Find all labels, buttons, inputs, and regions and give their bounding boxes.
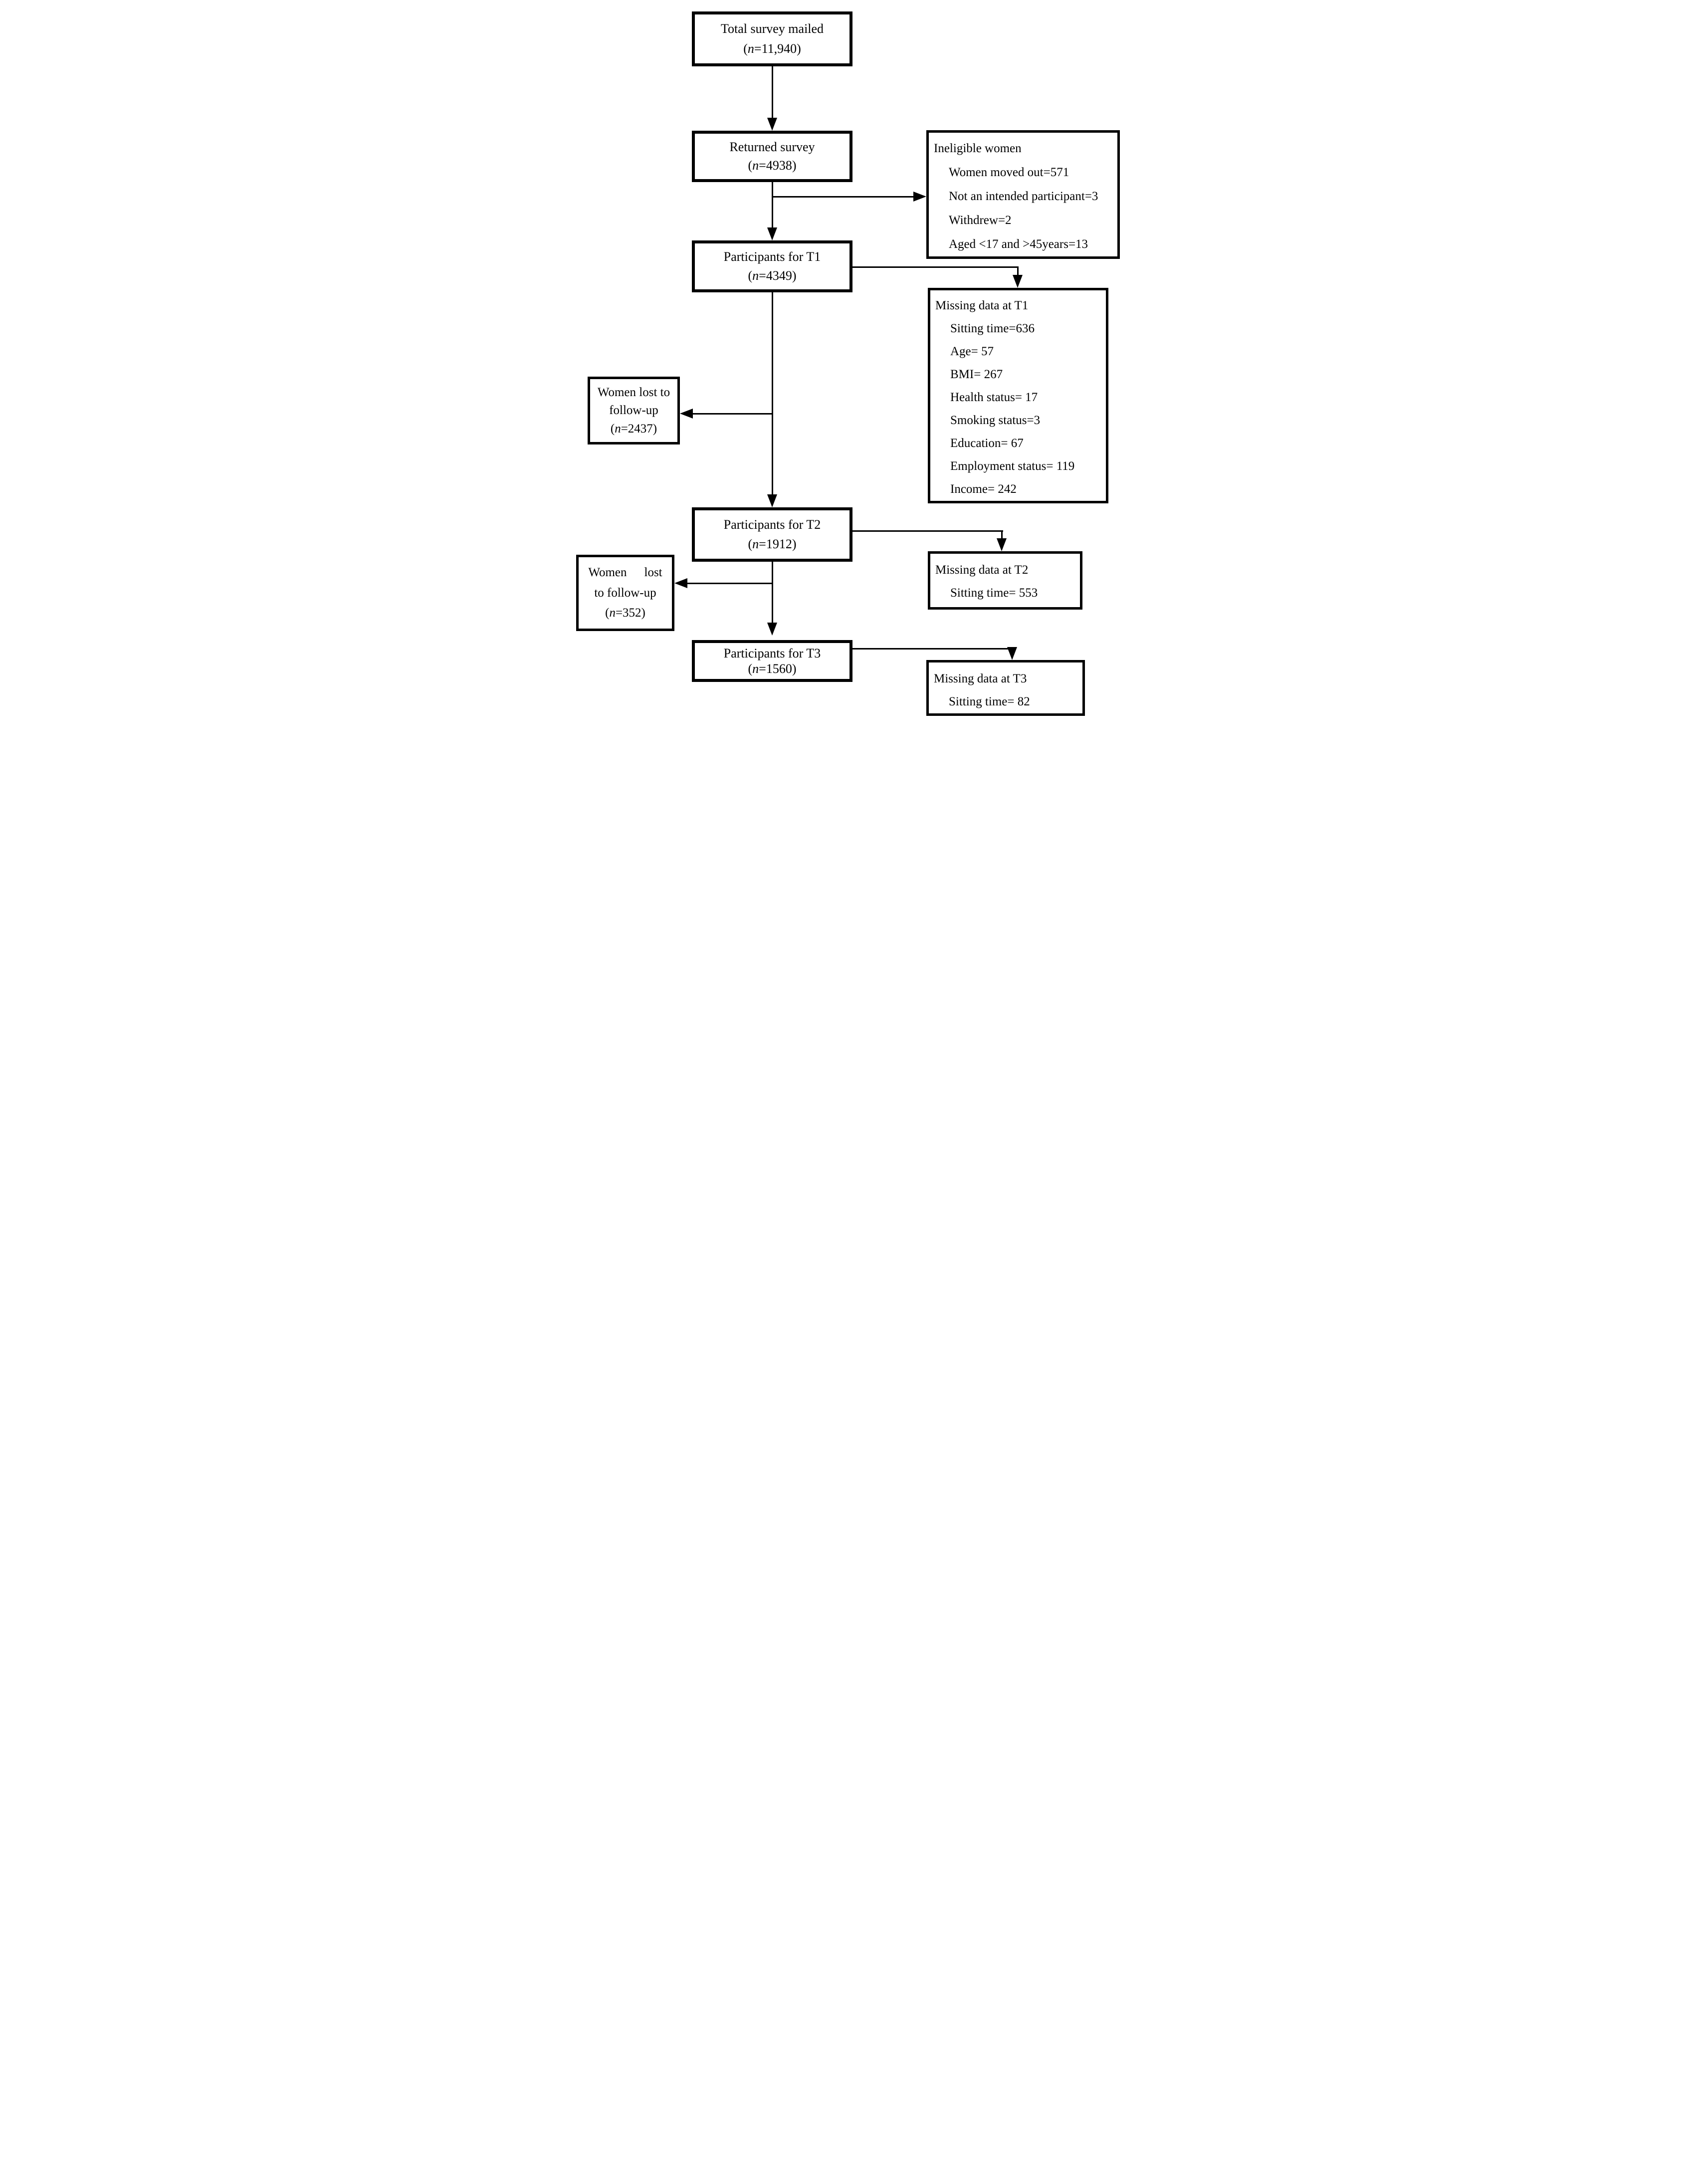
side-box-missing-data-t1: Missing data at T1 Sitting time=636 Age=…: [928, 288, 1108, 503]
box-label: Women lost: [588, 565, 662, 579]
side-box-item: Education= 67: [950, 437, 1024, 450]
box-label: follow-up: [609, 404, 658, 417]
side-box-item: Income= 242: [950, 482, 1017, 496]
box-label: Participants for T1: [723, 249, 821, 264]
side-box-item: BMI= 267: [950, 368, 1003, 381]
connector-line: [772, 196, 913, 198]
box-n-value: (n=4938): [748, 158, 797, 173]
flow-box-participants-t1: Participants for T1 (n=4349): [692, 240, 852, 292]
side-box-lost-followup-t3: Women lost to follow-up (n=352): [576, 555, 674, 631]
side-box-ineligible-women: Ineligible women Women moved out=571 Not…: [926, 130, 1120, 259]
connector-line: [772, 66, 773, 119]
arrowhead-down-icon: [767, 494, 777, 507]
side-box-lost-followup-t2: Women lost to follow-up (n=2437): [588, 377, 680, 444]
box-n-value: (n=2437): [610, 422, 657, 436]
side-box-item: Women moved out=571: [949, 166, 1069, 179]
box-n-value: (n=11,940): [743, 41, 801, 56]
arrowhead-down-icon: [1007, 647, 1017, 660]
side-box-item: Withdrew=2: [949, 214, 1012, 227]
flow-box-participants-t3: Participants for T3 (n=1560): [692, 640, 852, 682]
connector-line: [693, 413, 773, 415]
connector-line: [772, 562, 773, 624]
box-label: Participants for T2: [723, 517, 821, 532]
side-box-item: Sitting time= 82: [949, 695, 1030, 708]
side-box-title: Missing data at T3: [934, 672, 1027, 685]
box-n-value: (n=1912): [748, 537, 797, 552]
side-box-item: Employment status= 119: [950, 459, 1075, 473]
arrowhead-right-icon: [913, 192, 926, 202]
arrowhead-down-icon: [767, 227, 777, 240]
connector-line: [852, 530, 1003, 532]
connector-line: [1001, 530, 1003, 539]
flow-box-total-survey-mailed: Total survey mailed (n=11,940): [692, 11, 852, 66]
box-label: Total survey mailed: [720, 21, 824, 36]
side-box-item: Sitting time= 553: [950, 586, 1038, 600]
arrowhead-left-icon: [680, 409, 693, 419]
flow-box-returned-survey: Returned survey (n=4938): [692, 131, 852, 182]
side-box-item: Not an intended participant=3: [949, 190, 1098, 203]
connector-line: [852, 648, 1013, 650]
side-box-title: Ineligible women: [934, 142, 1022, 155]
box-label: Returned survey: [729, 139, 815, 154]
side-box-title: Missing data at T1: [935, 299, 1029, 312]
arrowhead-left-icon: [674, 578, 687, 588]
arrowhead-down-icon: [1013, 275, 1023, 288]
flow-diagram: Total survey mailed (n=11,940) Returned …: [565, 0, 1129, 728]
side-box-item: Smoking status=3: [950, 414, 1041, 427]
arrowhead-down-icon: [997, 538, 1007, 551]
side-box-item: Aged <17 and >45years=13: [949, 237, 1088, 251]
side-box-missing-data-t2: Missing data at T2 Sitting time= 553: [928, 551, 1082, 610]
box-label: Participants for T3: [723, 646, 821, 660]
connector-line: [1017, 266, 1019, 276]
side-box-item: Health status= 17: [950, 391, 1038, 404]
connector-line: [772, 292, 773, 495]
arrowhead-down-icon: [767, 623, 777, 636]
flow-box-participants-t2: Participants for T2 (n=1912): [692, 507, 852, 562]
side-box-title: Missing data at T2: [935, 563, 1029, 577]
connector-line: [852, 266, 1019, 268]
box-n-value: (n=352): [605, 606, 645, 620]
box-label: to follow-up: [594, 586, 656, 600]
connector-line: [687, 583, 773, 584]
box-n-value: (n=1560): [748, 661, 797, 676]
side-box-missing-data-t3: Missing data at T3 Sitting time= 82: [926, 660, 1085, 716]
box-label: Women lost to: [597, 385, 670, 399]
connector-line: [772, 182, 773, 228]
arrowhead-down-icon: [767, 118, 777, 131]
side-box-item: Sitting time=636: [950, 322, 1035, 335]
box-n-value: (n=4349): [748, 268, 797, 283]
side-box-item: Age= 57: [950, 345, 994, 358]
